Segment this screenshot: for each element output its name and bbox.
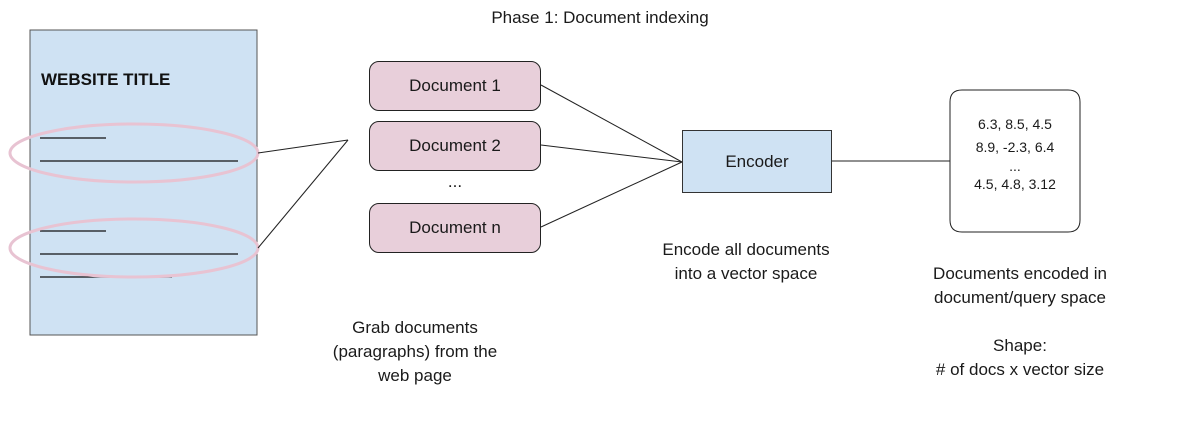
vector-row-ellipsis: ... [1009,158,1021,174]
grab-documents-caption: Grab documents (paragraphs) from the web… [305,316,525,388]
vector-store-shape [949,89,1081,233]
documents-ellipsis: ... [447,172,463,191]
vector-row: 6.3, 8.5, 4.5 [978,116,1052,132]
vector-row: 8.9, -2.3, 6.4 [975,139,1055,155]
connector-line [257,139,349,154]
caption-line: (paragraphs) from the [332,342,498,361]
caption-line: document/query space [934,288,1106,307]
caption-line: Shape: [993,336,1047,355]
connector-line [540,161,683,228]
caption-line: Encode all documents [662,240,830,259]
document-box: Document n [369,203,541,253]
caption-line: web page [378,366,452,385]
caption-line: into a vector space [674,264,818,283]
encoder-box: Encoder [682,130,832,193]
page-title: Phase 1: Document indexing [491,8,709,27]
caption-line: Grab documents [352,318,478,337]
caption-line: Documents encoded in [933,264,1107,283]
encoded-caption: Documents encoded in document/query spac… [910,262,1130,310]
website-title: WEBSITE TITLE [41,70,171,89]
encode-caption: Encode all documents into a vector space [636,238,856,286]
vector-row: 4.5, 4.8, 3.12 [974,176,1056,192]
caption-line: # of docs x vector size [935,360,1105,379]
connector-line [257,139,349,249]
connector-line [540,144,683,163]
document-box: Document 2 [369,121,541,171]
document-box: Document 1 [369,61,541,111]
vector-store-values: 6.3, 8.5, 4.5 8.9, -2.3, 6.4 ... 4.5, 4.… [950,113,1080,196]
shape-caption: Shape: # of docs x vector size [910,334,1130,382]
connector-line [540,84,683,163]
